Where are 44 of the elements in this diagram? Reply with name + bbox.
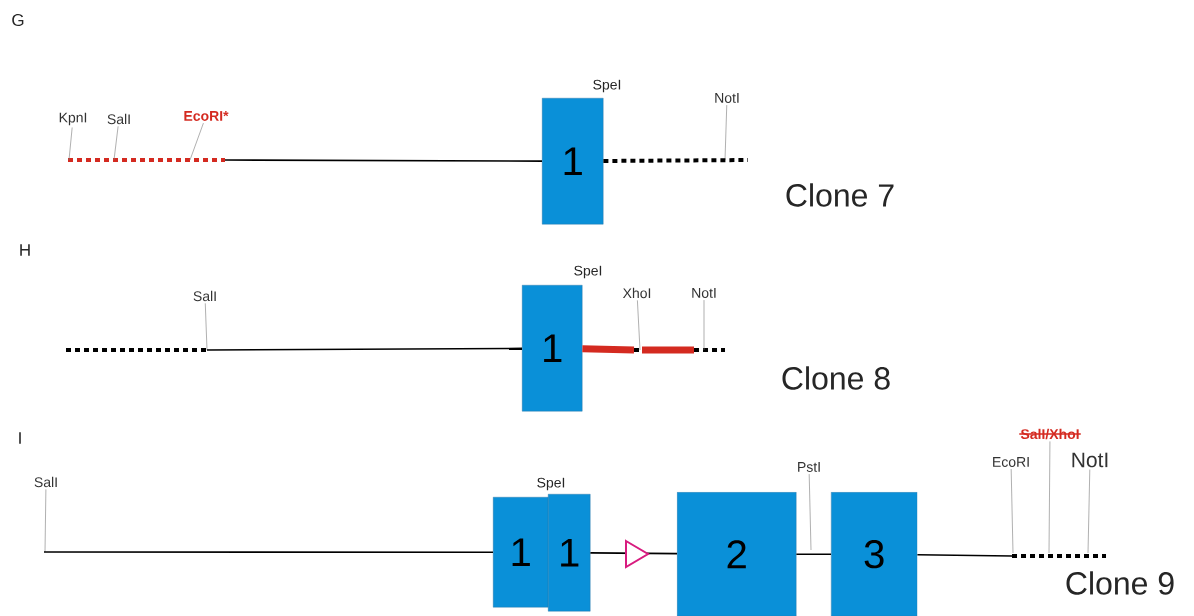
leader-line (205, 303, 208, 351)
site-label: NotI (715, 93, 739, 103)
leader-line (724, 104, 728, 161)
site-label: SpeI (537, 477, 565, 491)
leader-line (189, 122, 204, 161)
site-label: SalI (34, 476, 57, 488)
site-label: EcoRI (993, 457, 1029, 467)
leader-line (637, 300, 641, 351)
dna-line (206, 347, 523, 351)
panel-letter: G (12, 14, 24, 27)
clone-label: Clone 8 (782, 366, 890, 390)
dna-line (43, 551, 494, 553)
dna-line (795, 553, 832, 555)
leader-line (1048, 441, 1051, 554)
panel-letter: I (19, 432, 21, 444)
dna-line (224, 159, 543, 162)
dna-line (603, 158, 749, 163)
site-label: NotI (1072, 452, 1108, 468)
leader-line (1087, 469, 1091, 554)
leader-line (113, 126, 119, 161)
leader-line (44, 489, 47, 553)
leader-line (808, 473, 812, 551)
clone-label: Clone 9 (1066, 571, 1174, 595)
site-label: SpeI (574, 265, 602, 279)
site-label: XhoI (622, 287, 651, 299)
site-label: KpnI (59, 112, 87, 126)
site-label: SpeI (593, 79, 621, 93)
site-label: NotI (692, 288, 716, 298)
dna-line (916, 553, 1013, 557)
leader-line (703, 299, 705, 351)
site-label: PstI (798, 462, 820, 472)
exon-box: 1 (522, 285, 583, 412)
site-label: SalI (107, 113, 130, 125)
clone-label: Clone 7 (786, 183, 894, 207)
exon-box: 1 (542, 98, 604, 225)
site-label: SalI (193, 290, 216, 302)
leader-line (1010, 468, 1014, 554)
exon-box: 1 (548, 494, 591, 612)
exon-box: 2 (677, 492, 797, 616)
exon-box: 1 (493, 497, 549, 608)
leader-line (68, 127, 73, 161)
site-label: EcoRI* (184, 111, 229, 121)
panel-letter: H (20, 244, 30, 256)
exon-box: 3 (831, 492, 918, 616)
